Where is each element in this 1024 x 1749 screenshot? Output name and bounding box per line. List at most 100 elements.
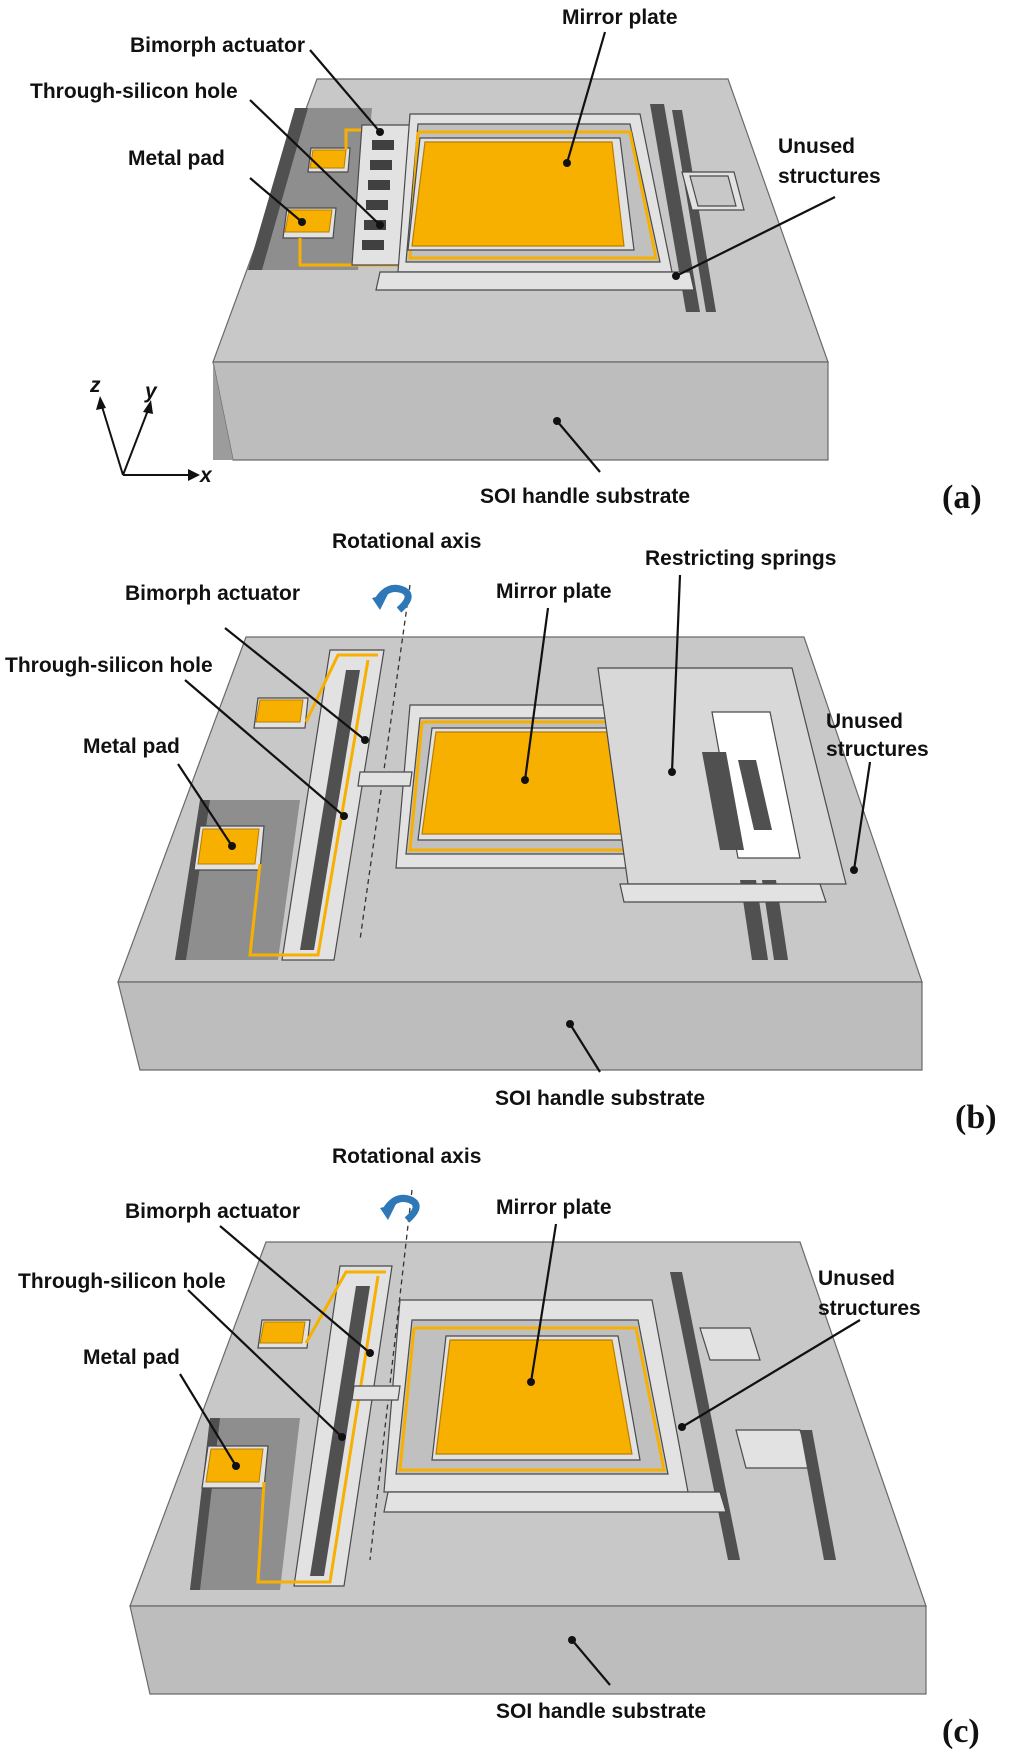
leader-dot xyxy=(563,159,571,167)
panel-tag-a: (a) xyxy=(942,479,982,516)
unused-structure xyxy=(735,1429,813,1469)
bottom-rail xyxy=(375,271,695,291)
leader-dot xyxy=(376,221,384,229)
unused-trench xyxy=(670,1272,740,1560)
leader-bimorph xyxy=(219,1225,371,1354)
bimorph-wire xyxy=(256,1275,380,1584)
label-through-silicon-hole: Through-silicon hole xyxy=(30,80,238,103)
leader-tsh xyxy=(187,1289,343,1438)
leader-unused xyxy=(852,761,872,871)
substrate-front-face xyxy=(212,361,829,461)
rotation-arrowhead-icon xyxy=(372,594,388,610)
leader-dot xyxy=(338,1433,346,1441)
leader-tsh xyxy=(249,99,381,226)
panel-a-leaders xyxy=(249,31,836,473)
metal-pad xyxy=(282,207,337,239)
label-through-silicon-hole: Through-silicon hole xyxy=(5,654,213,677)
leader-bimorph xyxy=(224,627,366,741)
connector-bar xyxy=(351,1385,401,1401)
leader-dot xyxy=(678,1423,686,1431)
panel-b: Rotational axis Restricting springs Bimo… xyxy=(5,530,997,1136)
bimorph-leg-trench xyxy=(310,1286,370,1576)
bottom-rail xyxy=(383,1491,727,1513)
panel-c-leaders xyxy=(179,1223,861,1686)
label-unused-line1: Unused xyxy=(826,710,903,733)
label-metal-pad: Metal pad xyxy=(83,1346,180,1369)
bimorph-leg-trench xyxy=(300,670,360,950)
rotation-arrow-icon xyxy=(375,584,412,613)
axis-z-label: z xyxy=(89,374,101,397)
panel-tag-b: (b) xyxy=(955,1099,997,1136)
label-mirror-plate: Mirror plate xyxy=(562,6,678,29)
bottom-rail xyxy=(619,883,827,903)
mirror-plate xyxy=(411,141,625,247)
label-soi-substrate: SOI handle substrate xyxy=(496,1700,706,1723)
label-metal-pad: Metal pad xyxy=(83,735,180,758)
axis-x-label: x xyxy=(199,464,213,487)
label-rotational-axis: Rotational axis xyxy=(332,1145,481,1168)
leader-dot xyxy=(668,768,676,776)
axis-z-arrowhead xyxy=(96,396,106,410)
unused-trench xyxy=(800,1430,836,1560)
bimorph-wire xyxy=(304,653,378,723)
unused-trench xyxy=(650,104,700,312)
leader-substrate xyxy=(569,1023,601,1073)
leader-mirror xyxy=(529,1223,558,1383)
rotation-arrowhead-icon xyxy=(380,1204,396,1220)
leader-dot xyxy=(672,272,680,280)
leader-springs xyxy=(670,574,682,773)
panel-tag-c: (c) xyxy=(942,1713,980,1749)
rotational-axis-line xyxy=(369,1189,413,1561)
leader-mirror xyxy=(523,607,550,781)
leader-pad xyxy=(179,1373,237,1467)
label-mirror-plate: Mirror plate xyxy=(496,1196,612,1219)
leader-dot xyxy=(553,417,561,425)
leader-dot xyxy=(568,1636,576,1644)
leader-bimorph xyxy=(309,49,381,133)
leader-dot xyxy=(228,842,236,850)
leader-dot xyxy=(527,1378,535,1386)
label-mirror-plate: Mirror plate xyxy=(496,580,612,603)
axis-y xyxy=(122,404,151,476)
unused-structure-hole xyxy=(738,760,772,830)
substrate-front-face xyxy=(117,981,923,1071)
label-bimorph-actuator: Bimorph actuator xyxy=(125,1200,300,1223)
panel-b-leaders xyxy=(177,574,872,1073)
mirror-plate xyxy=(435,1339,633,1455)
leader-pad xyxy=(249,177,303,223)
label-restricting-springs: Restricting springs xyxy=(645,547,836,570)
panel-b-device-layer xyxy=(175,584,847,961)
unused-structure-hole xyxy=(689,175,737,207)
rotation-arrow-icon xyxy=(383,1194,420,1223)
label-unused-line2: structures xyxy=(826,738,929,761)
leader-dot xyxy=(361,736,369,744)
axis-y-arrowhead xyxy=(143,400,153,414)
leader-dot xyxy=(850,866,858,874)
axis-y-label: y xyxy=(144,380,158,403)
panel-c-device-layer xyxy=(190,1189,836,1590)
label-unused-line2: structures xyxy=(818,1297,921,1320)
connector-bar xyxy=(357,771,413,787)
metal-pad xyxy=(253,697,309,729)
axis-x-arrowhead xyxy=(188,469,200,481)
label-unused-line2: structures xyxy=(778,165,881,188)
leader-substrate xyxy=(556,420,601,473)
leader-dot xyxy=(566,1020,574,1028)
label-unused-line1: Unused xyxy=(818,1267,895,1290)
metal-pad xyxy=(257,1319,311,1349)
label-soi-substrate: SOI handle substrate xyxy=(495,1087,705,1110)
leader-tsh xyxy=(184,679,345,817)
leader-mirror xyxy=(565,31,607,164)
axis-z xyxy=(99,399,124,476)
label-bimorph-actuator: Bimorph actuator xyxy=(130,34,305,57)
label-bimorph-actuator: Bimorph actuator xyxy=(125,582,300,605)
metal-pad xyxy=(307,147,351,173)
bimorph-wire xyxy=(248,659,370,957)
frame-wire xyxy=(398,1326,666,1472)
leader-dot xyxy=(298,218,306,226)
leader-dot xyxy=(232,1462,240,1470)
panel-c: Rotational axis Bimorph actuator Mirror … xyxy=(18,1145,980,1749)
leader-unused xyxy=(681,1319,861,1428)
leader-dot xyxy=(366,1349,374,1357)
